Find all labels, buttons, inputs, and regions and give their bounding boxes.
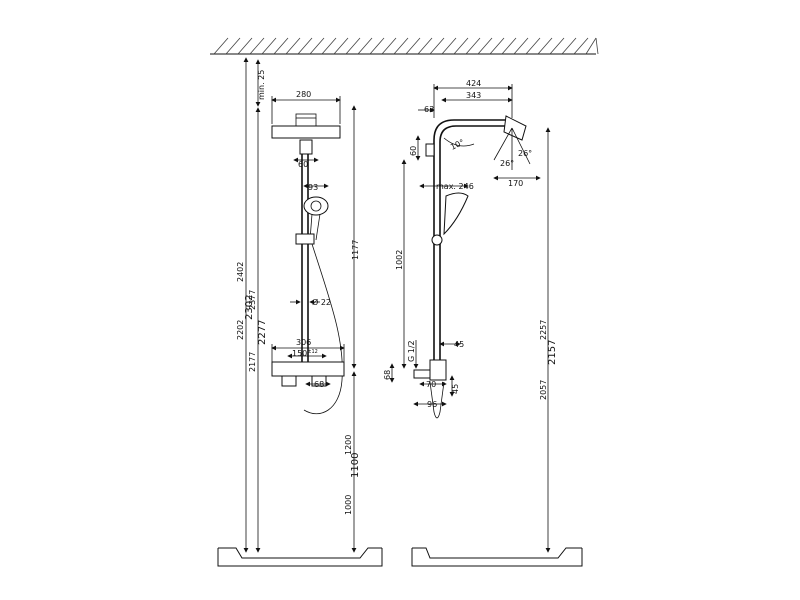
wall-offset-label: 63 [424, 105, 434, 114]
tilt-a-label: 26° [500, 159, 514, 168]
mixer-big: 1100 [350, 453, 361, 478]
hatch-line [537, 37, 553, 55]
total-small-a: 2202 [236, 320, 245, 340]
mixer-front [271, 361, 345, 377]
hatch-line [237, 37, 253, 55]
mixer-small-a: 1000 [344, 495, 353, 515]
total-big: 2302 [244, 295, 255, 320]
hatch-line [549, 37, 565, 55]
hatch-line [489, 37, 505, 55]
ceiling-hatch [210, 37, 599, 55]
mixer-centers-label: 150±12 [292, 349, 318, 358]
reach-total-label: 424 [466, 79, 481, 88]
spout-drop-label: 68 [383, 370, 392, 380]
hatch-line [595, 37, 599, 55]
rail-length-label: 1002 [395, 250, 404, 270]
side-total-big: 2157 [547, 340, 558, 365]
spout-offset-label: 68 [314, 380, 324, 389]
hand-shower-front [303, 196, 329, 216]
reach-arm-label: 343 [466, 91, 481, 100]
arm-angle-label: 10° [449, 138, 466, 152]
total-small-b: 2402 [236, 262, 245, 282]
hatch-line [273, 37, 289, 55]
hatch-line [441, 37, 457, 55]
hatch-line [261, 37, 277, 55]
hatch-line [285, 37, 301, 55]
hatch-line [297, 37, 313, 55]
hatch-line [465, 37, 481, 55]
head-depth-label: 170 [508, 179, 523, 188]
hatch-line [393, 37, 409, 55]
hatch-line [357, 37, 373, 55]
slider-front [295, 233, 315, 245]
side-total-small-a: 2057 [539, 380, 548, 400]
hatch-line [345, 37, 361, 55]
mixer-proj-label: 45 [454, 340, 464, 349]
side-total-small-b: 2257 [539, 320, 548, 340]
hatch-line [513, 37, 529, 55]
spout-side [429, 381, 445, 419]
head-drop-label: 1177 [351, 240, 360, 260]
rail-dia-label: Ø 22 [312, 297, 331, 307]
hatch-line [561, 37, 577, 55]
head-shower-side [503, 115, 527, 141]
head-shower-front [271, 125, 341, 139]
hatch-line [225, 37, 241, 55]
hatch-line [525, 37, 541, 55]
floor-right [411, 547, 583, 567]
hatch-line [429, 37, 445, 55]
hatch-line [417, 37, 433, 55]
handshower-dia-label: 93 [308, 183, 318, 192]
tilt-b-label: 26° [518, 149, 532, 158]
hatch-line [585, 37, 597, 55]
front-view: 280 60 93 Ø 22 306 150±12 68 min. 25 220… [236, 57, 361, 553]
joint-label: 60 [409, 146, 418, 156]
hatch-line [477, 37, 493, 55]
mixer-width-label: 306 [296, 338, 311, 347]
base-depth-label: 96 [427, 400, 437, 409]
hatch-line [453, 37, 469, 55]
hatch-line [321, 37, 337, 55]
rail-side [433, 119, 512, 370]
hand-shower-side [443, 192, 469, 236]
hatch-line [249, 37, 265, 55]
head-width-label: 280 [296, 90, 311, 99]
hatch-line [369, 37, 385, 55]
total2-big: 2277 [257, 320, 268, 345]
hatch-line [381, 37, 397, 55]
spout-proj-label: 70 [426, 380, 436, 389]
ceiling-min-label: min. 25 [257, 70, 266, 100]
mixer-small-b: 1200 [344, 435, 353, 455]
mixer-side [429, 359, 447, 381]
max-depth-label: max. 246 [436, 182, 474, 191]
hatch-line [333, 37, 349, 55]
thread-label: G 1/2 [407, 340, 416, 362]
total2-small-a: 2177 [248, 352, 257, 372]
wall-bracket-side [425, 143, 435, 157]
side-view: 424 343 63 60 10° 26° 26° 170 max. 246 1… [383, 79, 558, 553]
arm-width-label: 60 [298, 160, 308, 169]
spout-low-label: 45 [451, 384, 460, 394]
slider-side [431, 234, 443, 246]
hatch-line [501, 37, 517, 55]
hatch-line [573, 37, 589, 55]
arm-joint-front [299, 139, 313, 155]
hatch-line [405, 37, 421, 55]
floor-left [217, 547, 383, 567]
total2-small-b: 2377 [248, 290, 257, 310]
hatch-line [309, 37, 325, 55]
hatch-line [213, 37, 229, 55]
